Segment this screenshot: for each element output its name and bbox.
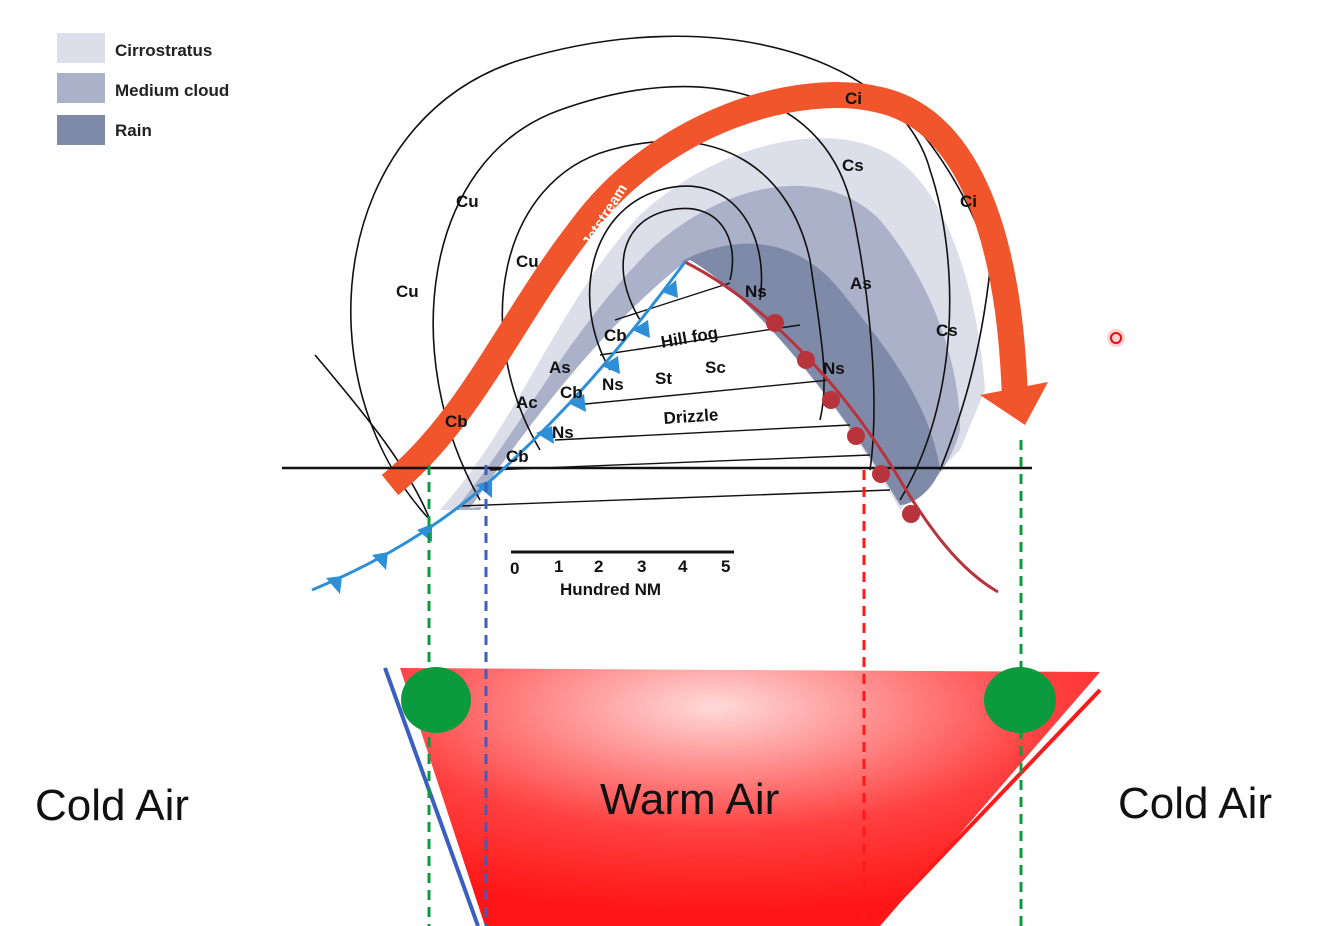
- label-warm-air: Warm Air: [600, 775, 779, 824]
- medium-cloud-shield: [455, 185, 960, 510]
- legend: Cirrostratus Medium cloud Rain: [57, 33, 229, 145]
- label-ci: Ci: [960, 192, 977, 211]
- label-cu: Cu: [396, 282, 419, 301]
- cursor-indicator: [1107, 329, 1125, 347]
- cursor-dot: [1110, 332, 1122, 344]
- label-cb: Cb: [604, 326, 627, 345]
- warm-front: [684, 260, 999, 594]
- label-ac: Ac: [516, 393, 538, 412]
- label-cu: Cu: [516, 252, 539, 271]
- scale-bar: 0 1 2 3 4 5 Hundred NM: [510, 550, 734, 599]
- scale-unit: Hundred NM: [560, 580, 661, 599]
- label-ns: Ns: [745, 282, 767, 301]
- scale-tick: 5: [721, 557, 730, 576]
- label-ci: Ci: [845, 89, 862, 108]
- warm-sector: [470, 262, 860, 508]
- scale-tick: 4: [678, 557, 688, 576]
- cold-front-slope: [383, 667, 480, 926]
- legend-label-medium-cloud: Medium cloud: [115, 81, 229, 100]
- marker-left: [401, 667, 471, 733]
- label-ns: Ns: [602, 375, 624, 394]
- scale-tick: 2: [594, 557, 603, 576]
- legend-swatch-medium-cloud: [57, 73, 105, 103]
- label-cold-air-left: Cold Air: [35, 781, 189, 830]
- jetstream-arrowhead: [980, 382, 1048, 425]
- scale-tick: 1: [554, 557, 563, 576]
- jetstream-arrow: [381, 82, 1028, 496]
- label-cb: Cb: [445, 412, 468, 431]
- label-cs: Cs: [842, 156, 864, 175]
- label-ns: Ns: [552, 423, 574, 442]
- label-cold-air-right: Cold Air: [1118, 779, 1272, 828]
- scale-tick: 3: [637, 557, 646, 576]
- marker-right: [984, 667, 1056, 733]
- legend-label-cirrostratus: Cirrostratus: [115, 41, 212, 60]
- legend-swatch-cirrostratus: [57, 33, 105, 63]
- scale-tick: 0: [510, 559, 519, 578]
- label-as: As: [549, 358, 571, 377]
- label-sc: Sc: [705, 358, 726, 377]
- warm-front-slope: [873, 688, 1102, 926]
- legend-label-rain: Rain: [115, 121, 152, 140]
- label-as: As: [850, 274, 872, 293]
- label-cb: Cb: [506, 447, 529, 466]
- warm-air-wedge: [400, 668, 1100, 926]
- warm-front-semicircles: [766, 314, 920, 523]
- label-cb: Cb: [560, 383, 583, 402]
- cold-front-triangles: [326, 280, 678, 594]
- label-cu: Cu: [456, 192, 479, 211]
- label-cs: Cs: [936, 321, 958, 340]
- label-ns: Ns: [823, 359, 845, 378]
- legend-swatch-rain: [57, 115, 105, 145]
- label-drizzle: Drizzle: [663, 405, 719, 428]
- label-st: St: [655, 369, 672, 388]
